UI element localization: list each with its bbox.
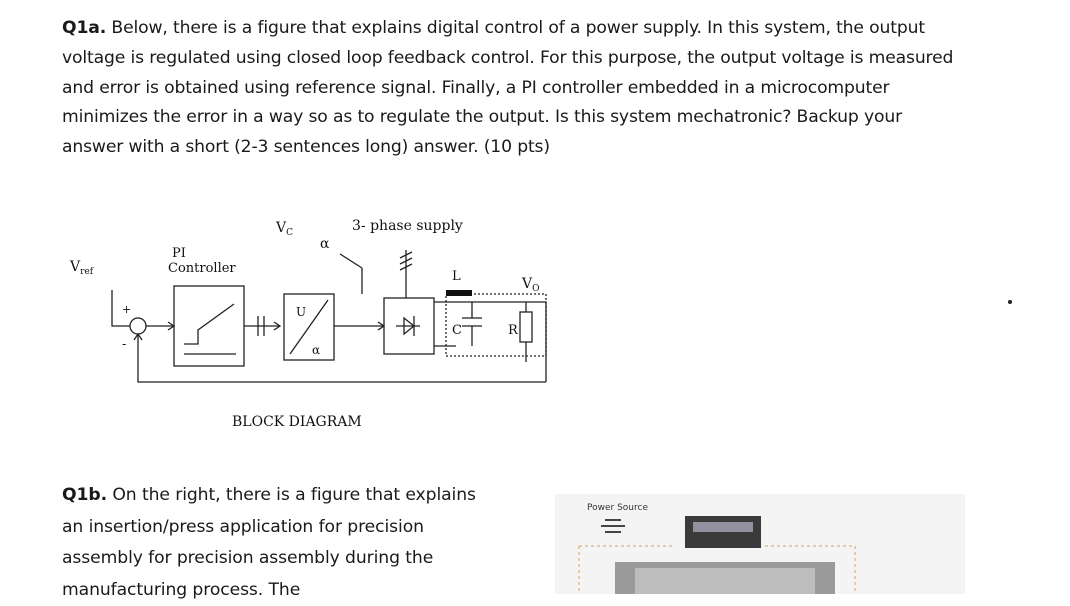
arrow-feedback — [133, 332, 143, 341]
switch-symbol — [339, 253, 363, 294]
vo-label: VO — [521, 276, 540, 294]
pi-response-curve — [184, 303, 235, 345]
capacitor-label: C — [452, 323, 462, 338]
resistor-symbol — [519, 311, 533, 343]
battery-icon — [601, 519, 625, 533]
minus-sign: - — [122, 337, 126, 352]
arrow-to-converter — [273, 321, 282, 331]
pi-label: PI — [172, 246, 186, 261]
three-phase-ticks — [399, 251, 413, 271]
inductor-symbol — [446, 290, 472, 296]
power-source-label: Power Source — [587, 503, 648, 513]
vc-tap — [257, 316, 265, 336]
converter-block — [283, 293, 335, 361]
inductor-label: L — [452, 269, 461, 284]
thyristor-block — [383, 297, 435, 355]
output-filter-box — [445, 293, 547, 357]
three-phase-supply-label: 3- phase supply — [352, 218, 463, 234]
question-1a-text: Below, there is a figure that explains d… — [62, 18, 954, 158]
question-1a-id: Q1a. — [62, 18, 107, 38]
press-application-figure: Power Source — [555, 494, 965, 594]
vc-label: VC — [275, 220, 293, 238]
press-machine-panel — [635, 568, 815, 594]
stray-dot — [1008, 300, 1012, 304]
converter-diagonal — [289, 299, 329, 355]
question-1a: Q1a. Below, there is a figure that expla… — [62, 14, 962, 163]
capacitor-symbol — [462, 302, 482, 346]
question-1b-text: On the right, there is a figure that exp… — [62, 485, 476, 600]
controller-label: Controller — [168, 261, 236, 276]
resistor-label: R — [508, 323, 519, 338]
block-diagram-caption: BLOCK DIAGRAM — [232, 414, 362, 430]
converter-u-label: U — [296, 305, 306, 319]
question-1b: Q1b. On the right, there is a figure tha… — [62, 480, 482, 606]
vref-input-line — [111, 290, 130, 327]
converter-alpha-label: α — [312, 343, 320, 357]
summing-junction — [129, 317, 147, 335]
plus-sign: + — [122, 303, 131, 316]
display-screen — [693, 522, 753, 532]
feedback-loop — [137, 334, 546, 383]
vref-label: Vref — [69, 259, 94, 277]
alpha-top-label: α — [320, 236, 330, 252]
thyristor-triangle — [403, 316, 416, 336]
wiring-lines — [578, 545, 856, 594]
question-1b-id: Q1b. — [62, 485, 108, 505]
